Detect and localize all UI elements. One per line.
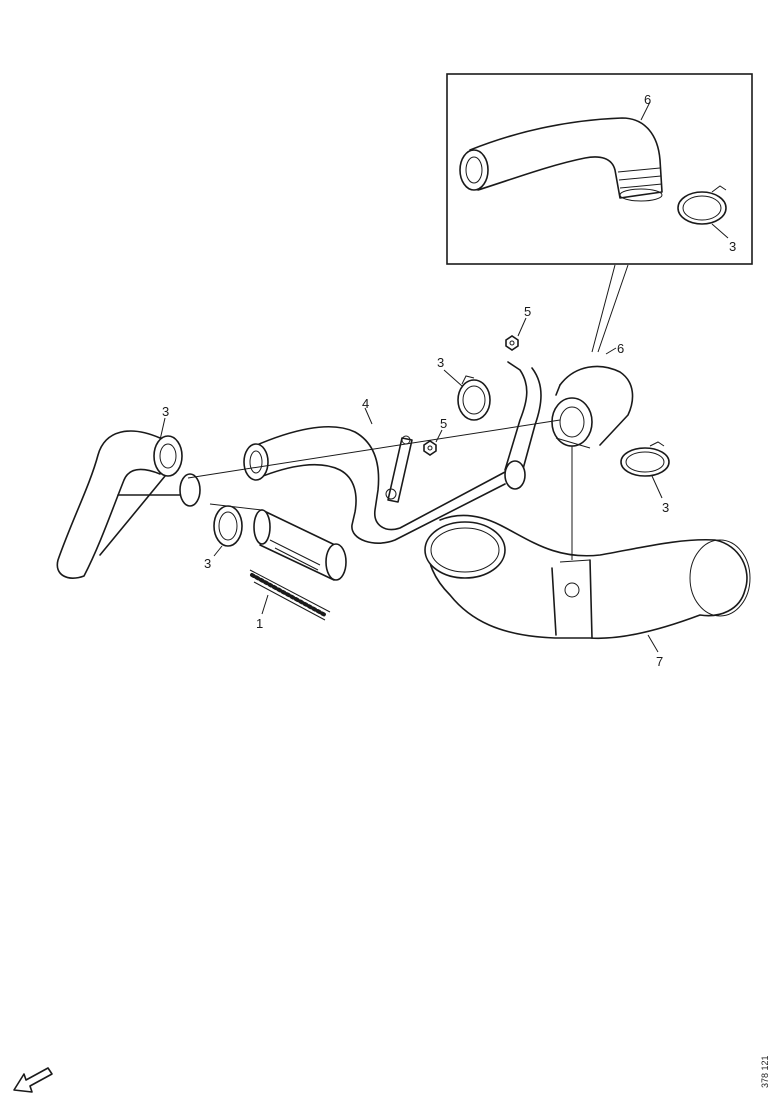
- detail-inset: 6 3: [446, 73, 753, 265]
- callout-pipe-main: 4: [362, 396, 369, 411]
- nut-top: [505, 335, 519, 351]
- callout-clamp-lower-left: 3: [204, 556, 211, 571]
- large-pipe: [424, 514, 751, 640]
- left-hose: [56, 430, 201, 579]
- callout-sleeve: 1: [256, 616, 263, 631]
- callout-pipe-large: 7: [656, 654, 663, 669]
- sleeve: [249, 509, 347, 621]
- clamp-top: [457, 375, 491, 421]
- callout-clamp-right: 3: [662, 500, 669, 515]
- callout-hose-right: 6: [617, 341, 624, 356]
- hose-right: [551, 365, 634, 449]
- nut-mid: [423, 440, 437, 456]
- callout-hose-left-clamp: 3: [162, 404, 169, 419]
- inset-clamp: [677, 185, 727, 225]
- callout-clamp-top: 3: [437, 355, 444, 370]
- inset-pointer: [591, 264, 629, 353]
- document-number: 378 121: [760, 1055, 770, 1088]
- callout-inset-clamp: 3: [729, 239, 736, 254]
- callout-inset-hose: 6: [644, 92, 651, 107]
- callout-nut-mid: 5: [440, 416, 447, 431]
- inset-hose: [459, 117, 663, 202]
- clamp-right: [620, 441, 670, 477]
- callout-nut-top: 5: [524, 304, 531, 319]
- main-pipe: [243, 361, 542, 544]
- clamp-lower-left: [213, 505, 243, 547]
- direction-arrow-icon: [13, 1067, 53, 1093]
